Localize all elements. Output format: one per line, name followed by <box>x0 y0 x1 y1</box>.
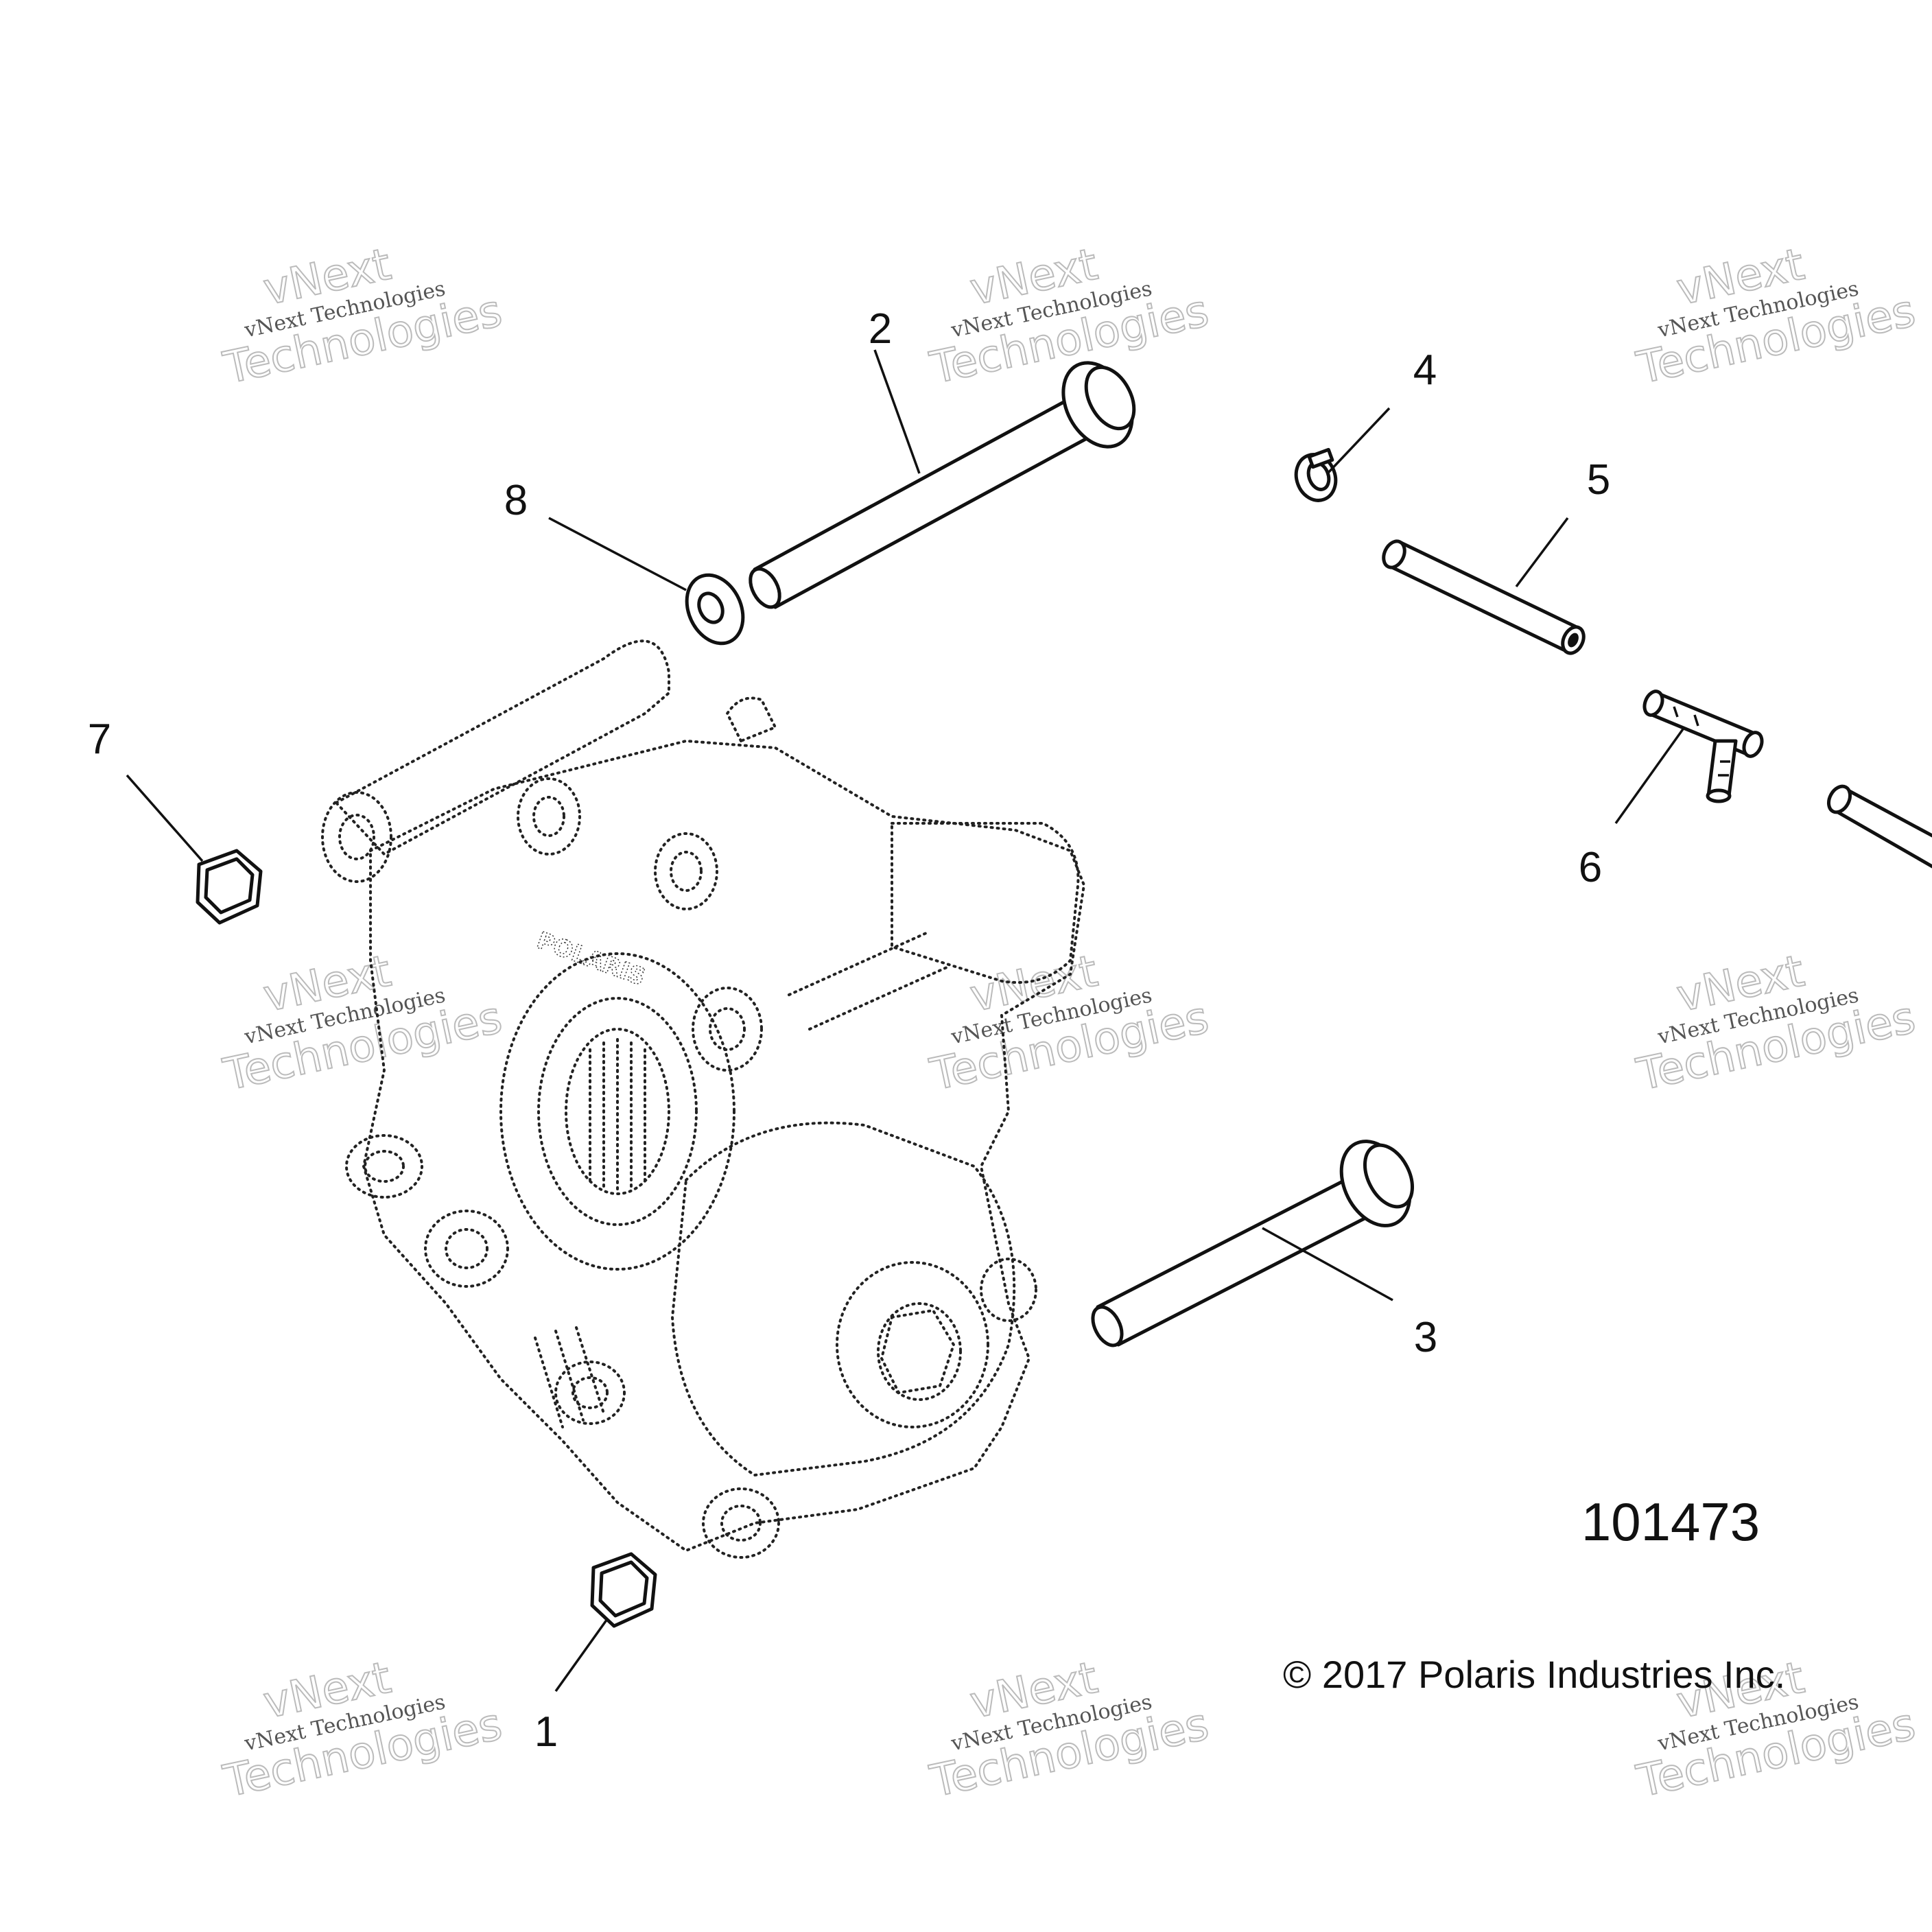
callout-6: 6 <box>1579 844 1602 891</box>
watermark-bottom-center: vNext vNext Technologies Technologies <box>925 1652 1214 1809</box>
callout-1: 1 <box>534 1708 558 1756</box>
leader-2 <box>873 349 921 474</box>
watermark-mid-right: vNext vNext Technologies Technologies <box>1631 945 1920 1102</box>
leader-7 <box>126 774 204 862</box>
callout-2: 2 <box>869 305 892 353</box>
part-8-washer[interactable] <box>676 566 754 652</box>
callout-labels: 2 4 5 8 7 6 3 1 <box>88 305 1610 1756</box>
part-2-bolt[interactable] <box>744 351 1146 611</box>
watermark-bottom-left: vNext vNext Technologies Technologies <box>218 1652 507 1809</box>
copyright-text: © 2017 Polaris Industries Inc. <box>1283 1653 1785 1696</box>
watermark-mid-center: vNext vNext Technologies Technologies <box>925 945 1214 1102</box>
callout-4: 4 <box>1413 346 1437 394</box>
part-5-hose[interactable] <box>1380 538 1588 657</box>
watermark-top-center: vNext vNext Technologies Technologies <box>925 239 1214 395</box>
leader-8 <box>548 517 687 591</box>
callout-3: 3 <box>1414 1314 1437 1361</box>
leader-1 <box>554 1618 609 1693</box>
figure-number: 101473 <box>1581 1492 1760 1552</box>
callout-5: 5 <box>1587 456 1610 504</box>
leader-5 <box>1515 517 1569 588</box>
part-1-nut[interactable] <box>590 1552 657 1628</box>
part-4-clamp[interactable] <box>1290 447 1342 506</box>
callout-7: 7 <box>88 716 111 763</box>
part-7-nut[interactable] <box>196 849 263 925</box>
hose-continuation <box>1826 784 1932 869</box>
part-6-tee[interactable] <box>1641 689 1765 803</box>
part-3-bolt[interactable] <box>1087 1130 1423 1350</box>
leader-6 <box>1614 726 1686 825</box>
watermark-top-left: vNext vNext Technologies Technologies <box>218 239 507 395</box>
leader-4 <box>1326 407 1391 475</box>
leader-3 <box>1262 1227 1393 1301</box>
watermark-top-right: vNext vNext Technologies Technologies <box>1631 239 1920 395</box>
watermark-mid-left: vNext vNext Technologies Technologies <box>218 945 507 1102</box>
gearcase-illustration: POLARIS <box>321 639 1086 1559</box>
watermark-group: vNext vNext Technologies Technologies vN… <box>218 239 1920 1809</box>
leader-lines <box>126 349 1686 1693</box>
callout-8: 8 <box>504 477 528 524</box>
